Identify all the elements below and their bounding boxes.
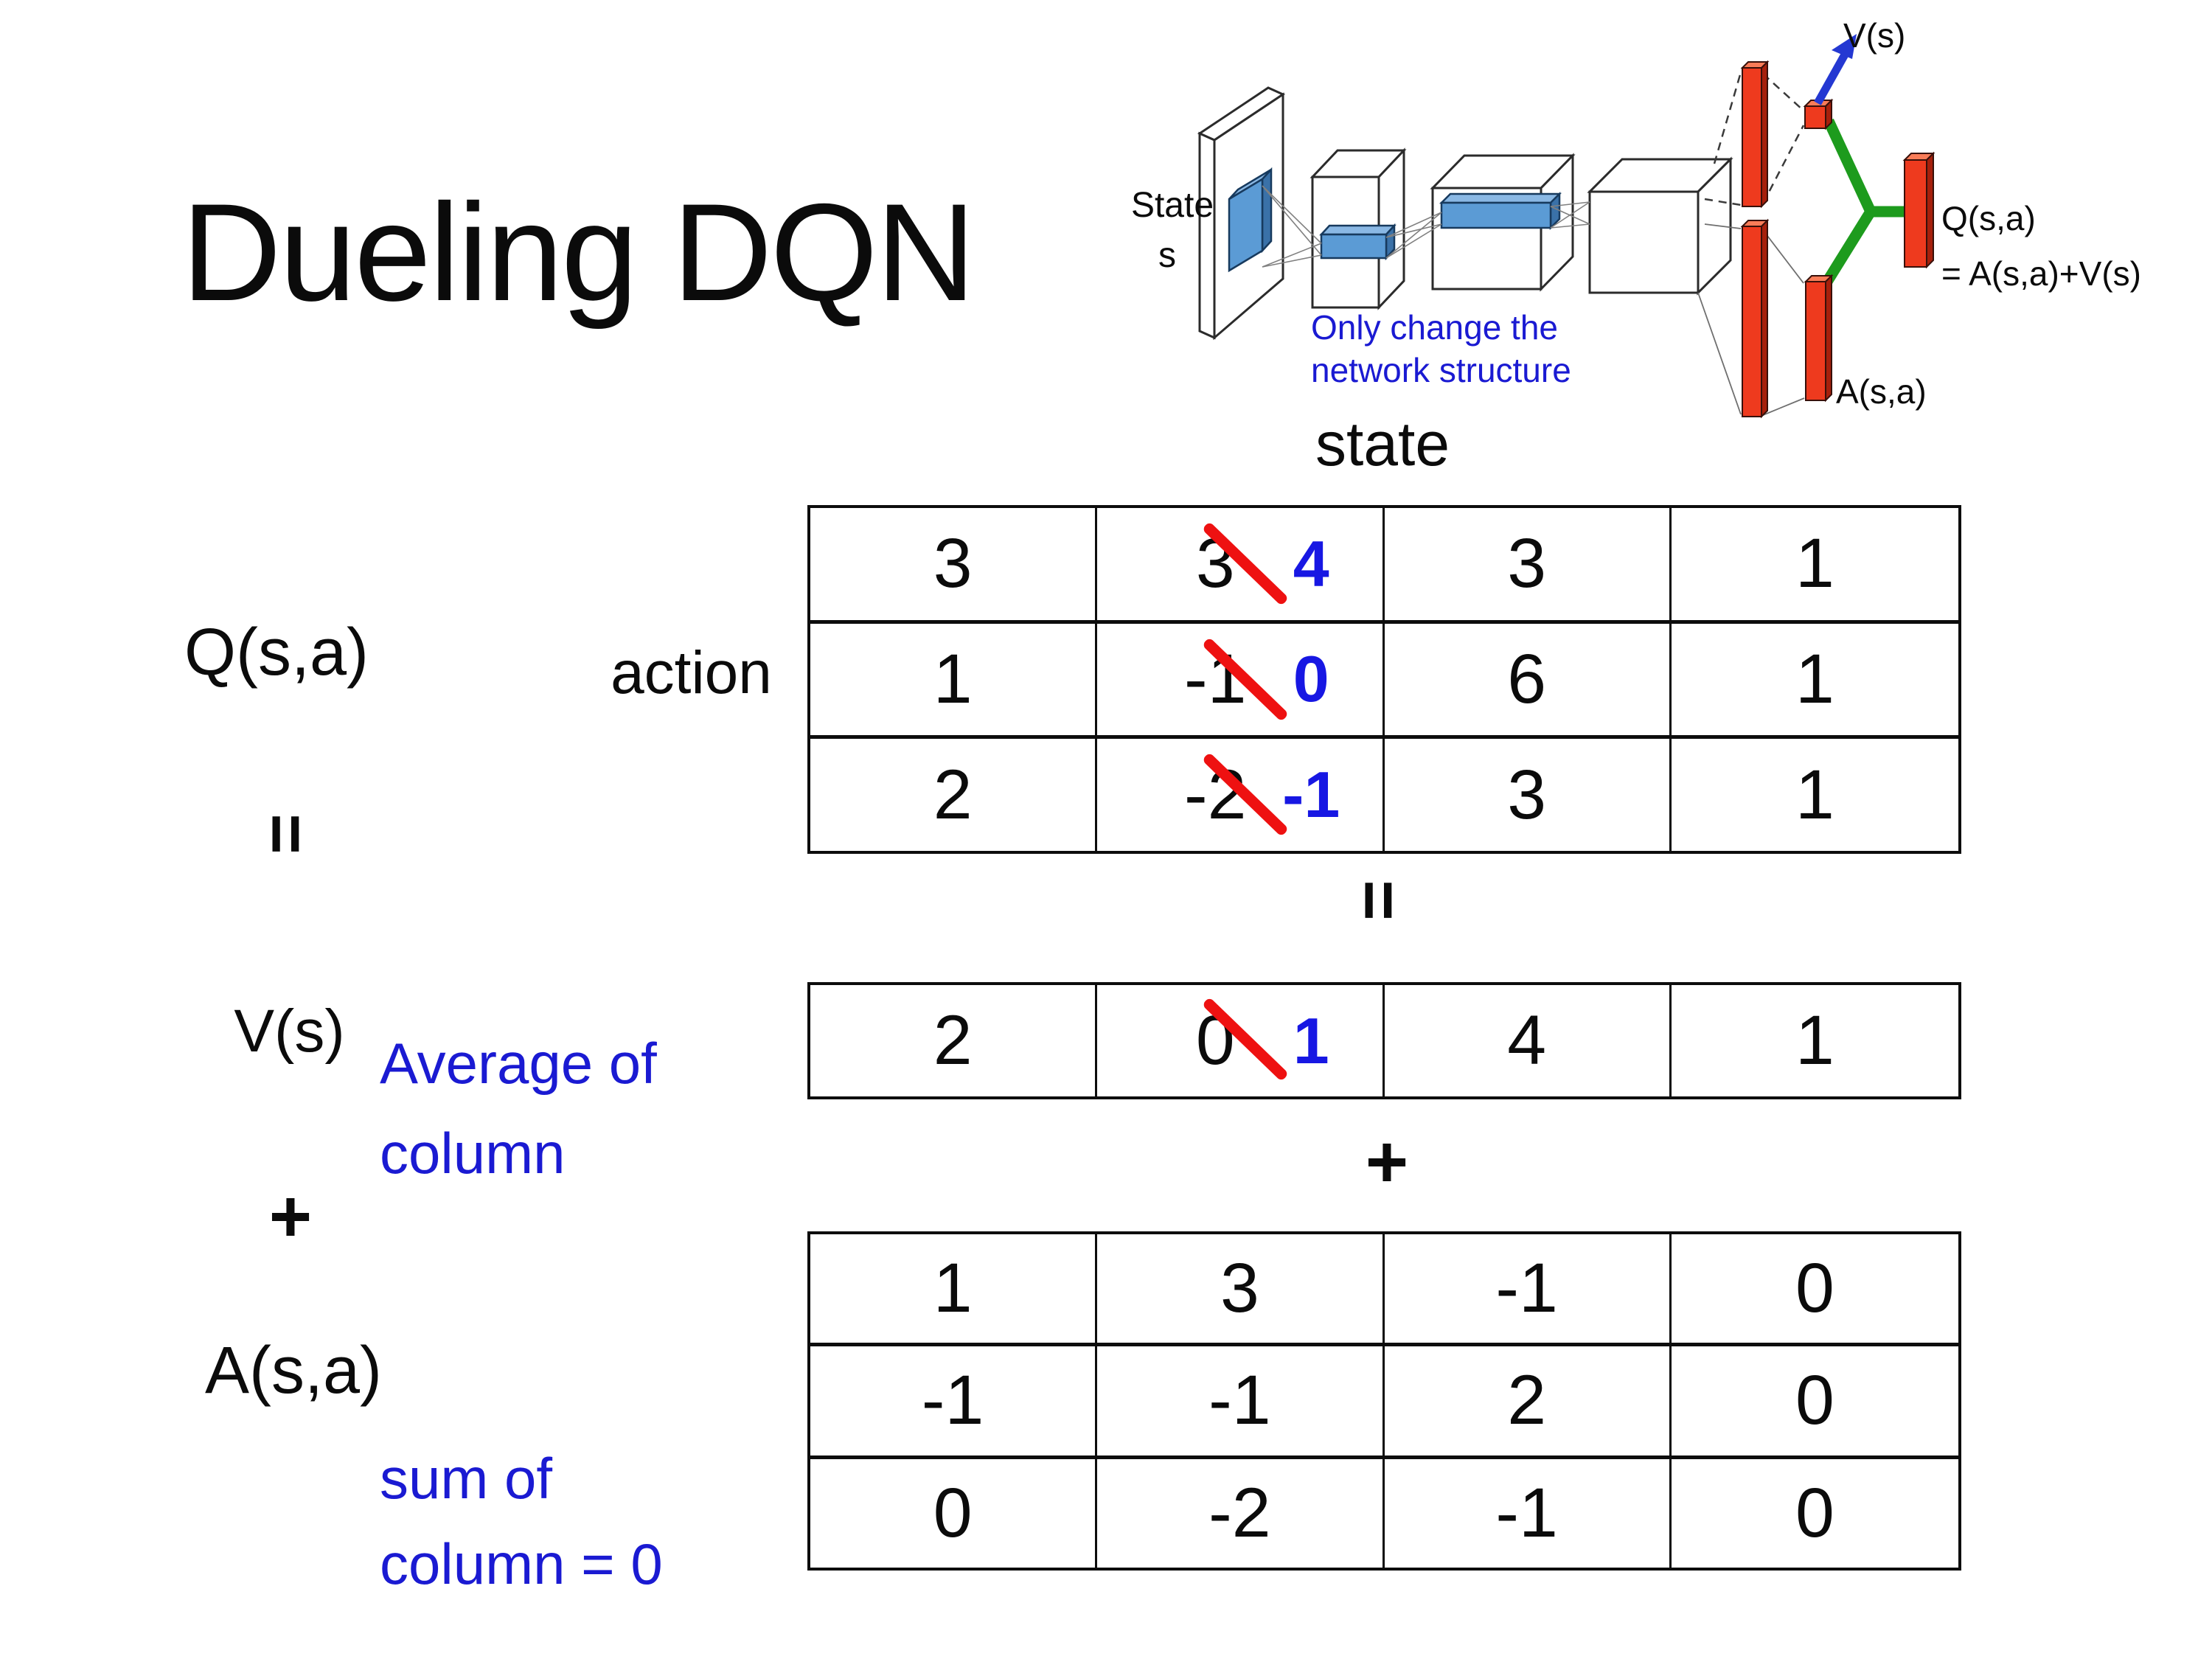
strikethrough-cell: -1 0 [1097, 623, 1385, 740]
diagram-q-label: Q(s,a) [1941, 199, 2036, 237]
sum-note-line1: sum of [380, 1446, 553, 1511]
table-cell: -1 [1097, 1346, 1385, 1459]
equals-rotated-left: = [247, 813, 326, 855]
plus-sign-left: + [268, 1175, 313, 1258]
table-cell: -2 [1097, 1458, 1385, 1568]
table-cell: 2 [1384, 1346, 1672, 1459]
value-scalar-box [1803, 98, 1834, 131]
table-cell: 1 [810, 1234, 1098, 1347]
table-cell: -1 [810, 1346, 1098, 1459]
table-cell: -1 [1385, 1458, 1672, 1568]
sum-note: sum of column = 0 [380, 1436, 663, 1607]
table-cell: -1 [1384, 1234, 1672, 1347]
table-cell: 0 [1671, 1346, 1958, 1459]
v-vector-label: V(s) [234, 998, 345, 1065]
dueling-network-diagram: State s V(s) Q(s,a) = A(s,a)+V(s) A(s,a)… [1131, 16, 2141, 419]
table-cell: 3 [1384, 508, 1672, 624]
new-value: -1 [1282, 758, 1340, 832]
table-cell: 1 [1671, 624, 1958, 740]
diagram-state-label: State [1131, 186, 1214, 225]
plus-sign-center: + [1365, 1121, 1409, 1203]
diagram-a-label: A(s,a) [1836, 372, 1927, 411]
strikethrough-cell: 0 1 [1097, 985, 1385, 1096]
average-note-line1: Average of [380, 1031, 657, 1096]
feature-bar-icon [1439, 191, 1562, 231]
table-cell: 6 [1384, 623, 1672, 740]
strikethrough-cell: -2 -1 [1097, 739, 1385, 851]
average-note-line2: column [380, 1121, 566, 1186]
table-cell: 3 [1385, 739, 1672, 851]
table-cell: 1 [1795, 1001, 1834, 1079]
action-label: action [611, 639, 772, 706]
table-cell: 1 [1795, 755, 1834, 834]
advantage-stream-lines [1697, 223, 1805, 416]
strikethrough-cell: 3 4 [1097, 508, 1385, 624]
new-value: 1 [1293, 1004, 1329, 1077]
advantage-vector-bar [1804, 274, 1834, 403]
connection-lines [1262, 185, 1590, 268]
diagram-note-line2: network structure [1311, 351, 1571, 389]
state-header: state [1315, 409, 1450, 479]
table-cell: 3 [1097, 1234, 1385, 1347]
v-table: 2 0 1 4 1 [807, 982, 1961, 1099]
sum-note-line2: column = 0 [380, 1531, 663, 1596]
diagram-vs-label: V(s) [1843, 16, 1905, 55]
table-cell: 2 [810, 985, 1098, 1096]
merge-junction [1822, 118, 1905, 285]
fc-bar-advantage-stream [1740, 218, 1770, 419]
new-value: 0 [1293, 642, 1329, 716]
page-title: Dueling DQN [181, 175, 976, 330]
diagram-q-formula: = A(s,a)+V(s) [1941, 254, 2141, 293]
diagram-state-s: s [1158, 236, 1176, 275]
fc-bar-value-stream [1740, 60, 1770, 209]
q-matrix-label: Q(s,a) [184, 616, 369, 689]
table-cell: 3 [810, 508, 1098, 624]
table-cell: 4 [1385, 985, 1672, 1096]
conv-layer-box [1587, 156, 1733, 296]
value-arrow-icon [1814, 34, 1857, 105]
table-cell: 1 [810, 623, 1098, 740]
table-cell: 0 [810, 1458, 1098, 1568]
feature-bar-icon [1319, 223, 1397, 261]
value-stream-dashed-lines [1704, 72, 1805, 206]
q-table: 3 3 4 3 1 1 -1 0 6 1 2 -2 -1 3 1 [807, 505, 1961, 854]
conv-filter-icon [1228, 167, 1273, 273]
new-value: 4 [1293, 526, 1329, 600]
table-cell: 0 [1671, 1234, 1958, 1347]
average-note: Average of column [380, 1018, 657, 1198]
table-cell: 0 [1795, 1473, 1834, 1552]
a-matrix-label: A(s,a) [204, 1334, 383, 1408]
a-table: 1 3 -1 0 -1 -1 2 0 0 -2 -1 0 [807, 1231, 1961, 1571]
table-cell: 2 [810, 739, 1098, 851]
diagram-note-line1: Only change the [1311, 308, 1558, 347]
equals-rotated-center: = [1340, 880, 1419, 921]
q-output-bar [1902, 151, 1935, 269]
table-cell: 1 [1671, 508, 1958, 624]
